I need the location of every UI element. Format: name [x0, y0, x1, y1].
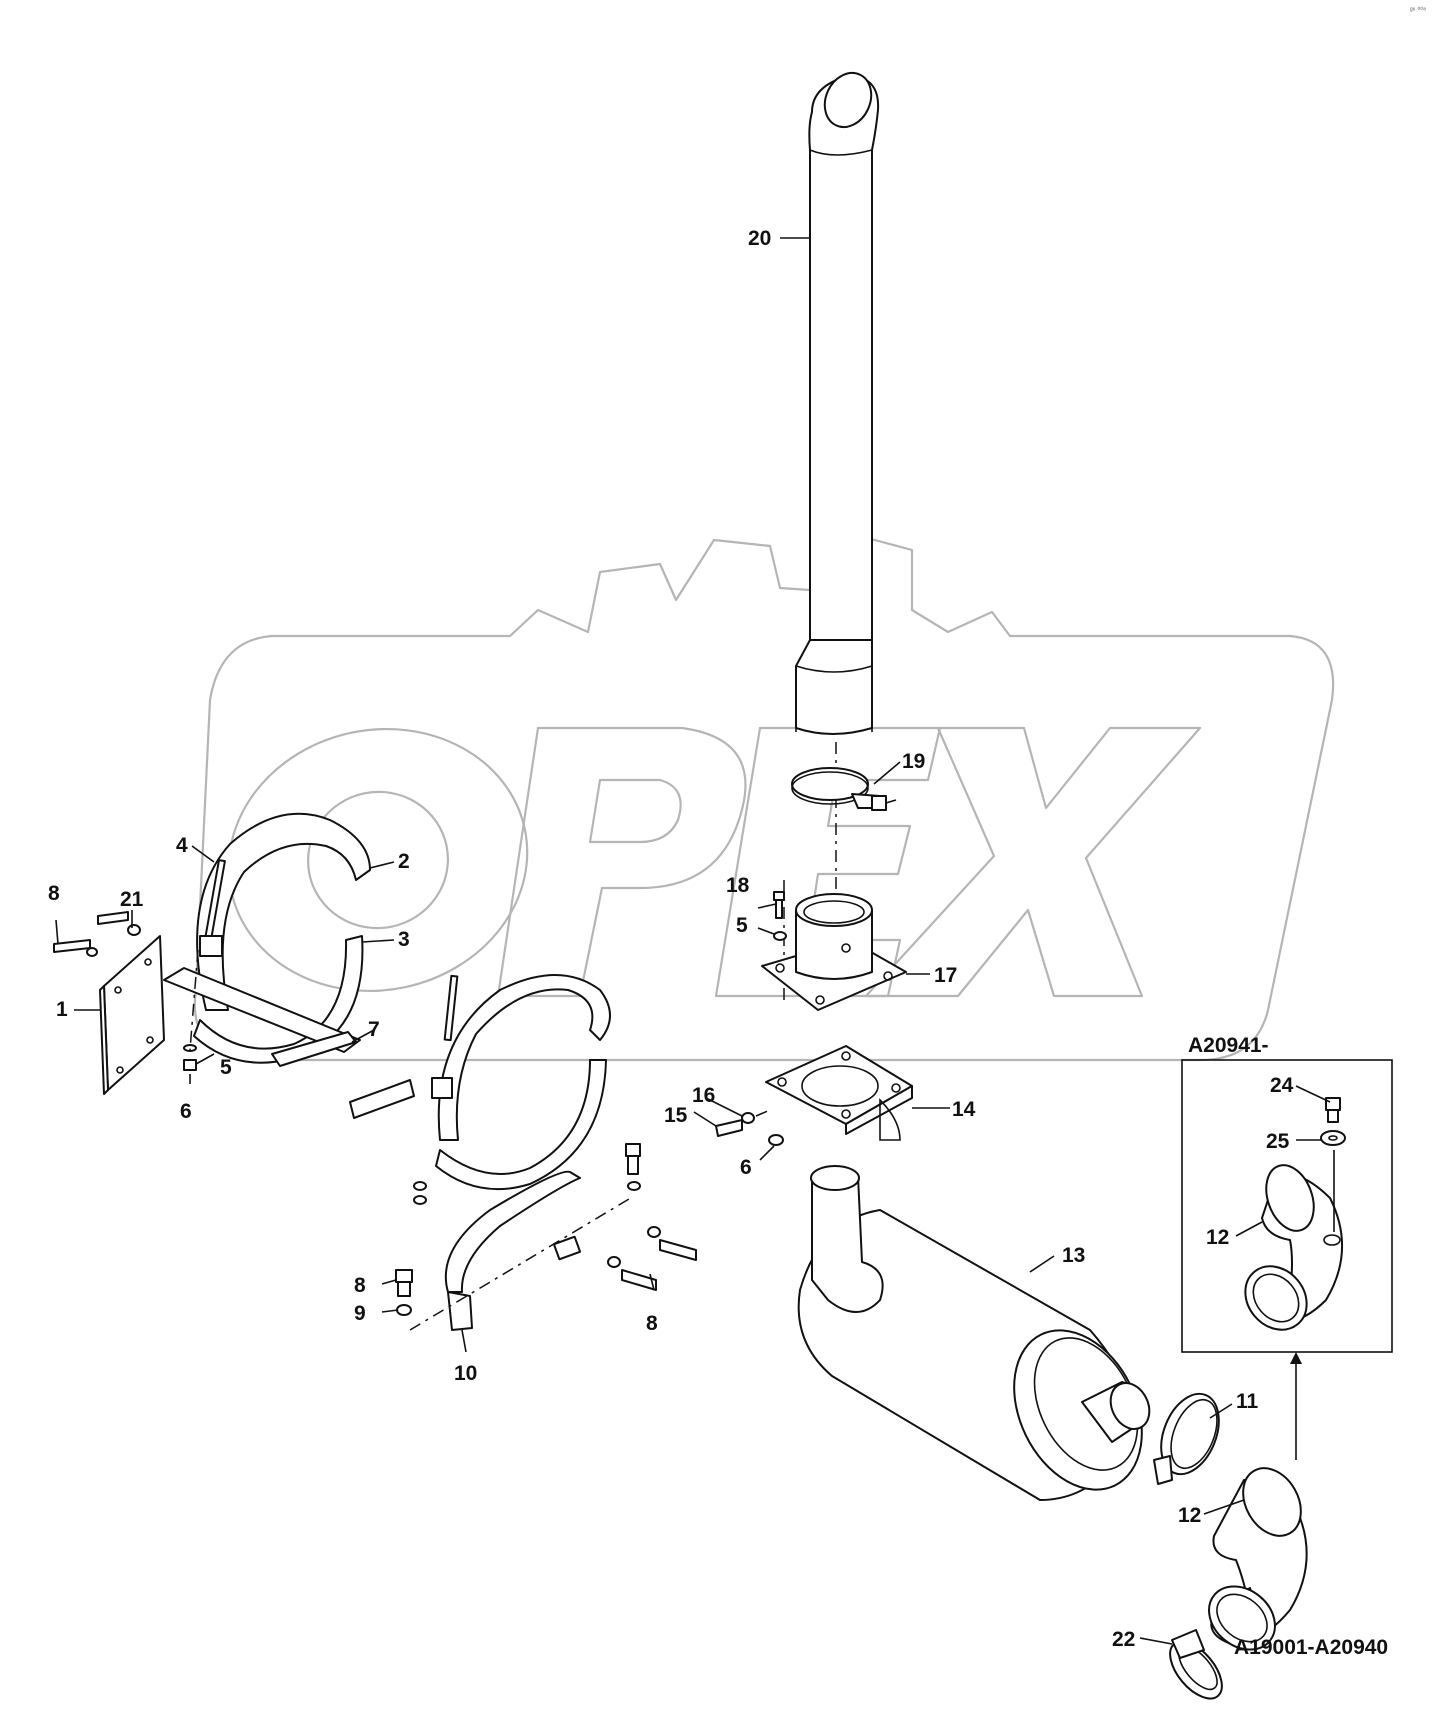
- left-bracket-assembly: [53, 812, 371, 1095]
- callout-6b: 6: [740, 1156, 752, 1179]
- callout-19: 19: [902, 750, 925, 773]
- callout-13: 13: [1062, 1244, 1085, 1267]
- elbow-pipe-12: [1208, 1467, 1308, 1651]
- corner-code: ᵍ⁶ ⁰⁰⁸: [1410, 6, 1426, 14]
- fasteners-flange: [715, 891, 787, 1146]
- leader-lines: [55, 237, 1331, 1645]
- variant-arrow: [1290, 1352, 1302, 1460]
- callout-17: 17: [934, 964, 957, 987]
- callout-9: 9: [354, 1302, 366, 1325]
- callout-16: 16: [692, 1084, 715, 1107]
- mounting-flange-14: [765, 1045, 913, 1141]
- callout-10: 10: [454, 1362, 477, 1385]
- callout-4: 4: [176, 834, 188, 857]
- callout-24: 24: [1270, 1074, 1294, 1097]
- clamp-11: [1153, 1392, 1220, 1485]
- callout-15: 15: [664, 1104, 688, 1127]
- variant-box: [1181, 1059, 1393, 1353]
- callout-12a: 12: [1206, 1226, 1229, 1249]
- callout-8b: 8: [354, 1274, 366, 1297]
- callout-5b: 5: [736, 914, 748, 937]
- callouts: 20 19 18 5 17 16 15 14 6 13 11 12 22 A19…: [48, 227, 1388, 1659]
- callout-14: 14: [952, 1098, 976, 1121]
- muffler: [797, 1165, 1151, 1501]
- tailpipe: [795, 71, 880, 735]
- callout-22: 22: [1112, 1628, 1135, 1651]
- callout-11: 11: [1236, 1390, 1259, 1413]
- clamp-19: [791, 767, 897, 811]
- center-bracket-assembly: [349, 974, 697, 1331]
- callout-2: 2: [398, 850, 410, 873]
- variant-box-label: A20941-: [1188, 1034, 1269, 1057]
- callout-1: 1: [56, 998, 68, 1021]
- callout-3: 3: [398, 928, 410, 951]
- clamp-22: [1169, 1629, 1223, 1700]
- watermark-logo: [193, 534, 1335, 1062]
- callout-18: 18: [726, 874, 750, 897]
- callout-6a: 6: [180, 1100, 192, 1123]
- callout-5a: 5: [220, 1056, 232, 1079]
- flange-adapter-17: [761, 893, 907, 1011]
- callout-8c: 8: [646, 1312, 658, 1335]
- callout-20: 20: [748, 227, 771, 250]
- callout-12b: 12: [1178, 1504, 1201, 1527]
- callout-21: 21: [120, 888, 144, 911]
- bottom-range-label: A19001-A20940: [1234, 1636, 1388, 1659]
- callout-8a: 8: [48, 882, 60, 905]
- callout-7: 7: [368, 1018, 380, 1041]
- callout-25: 25: [1266, 1130, 1290, 1153]
